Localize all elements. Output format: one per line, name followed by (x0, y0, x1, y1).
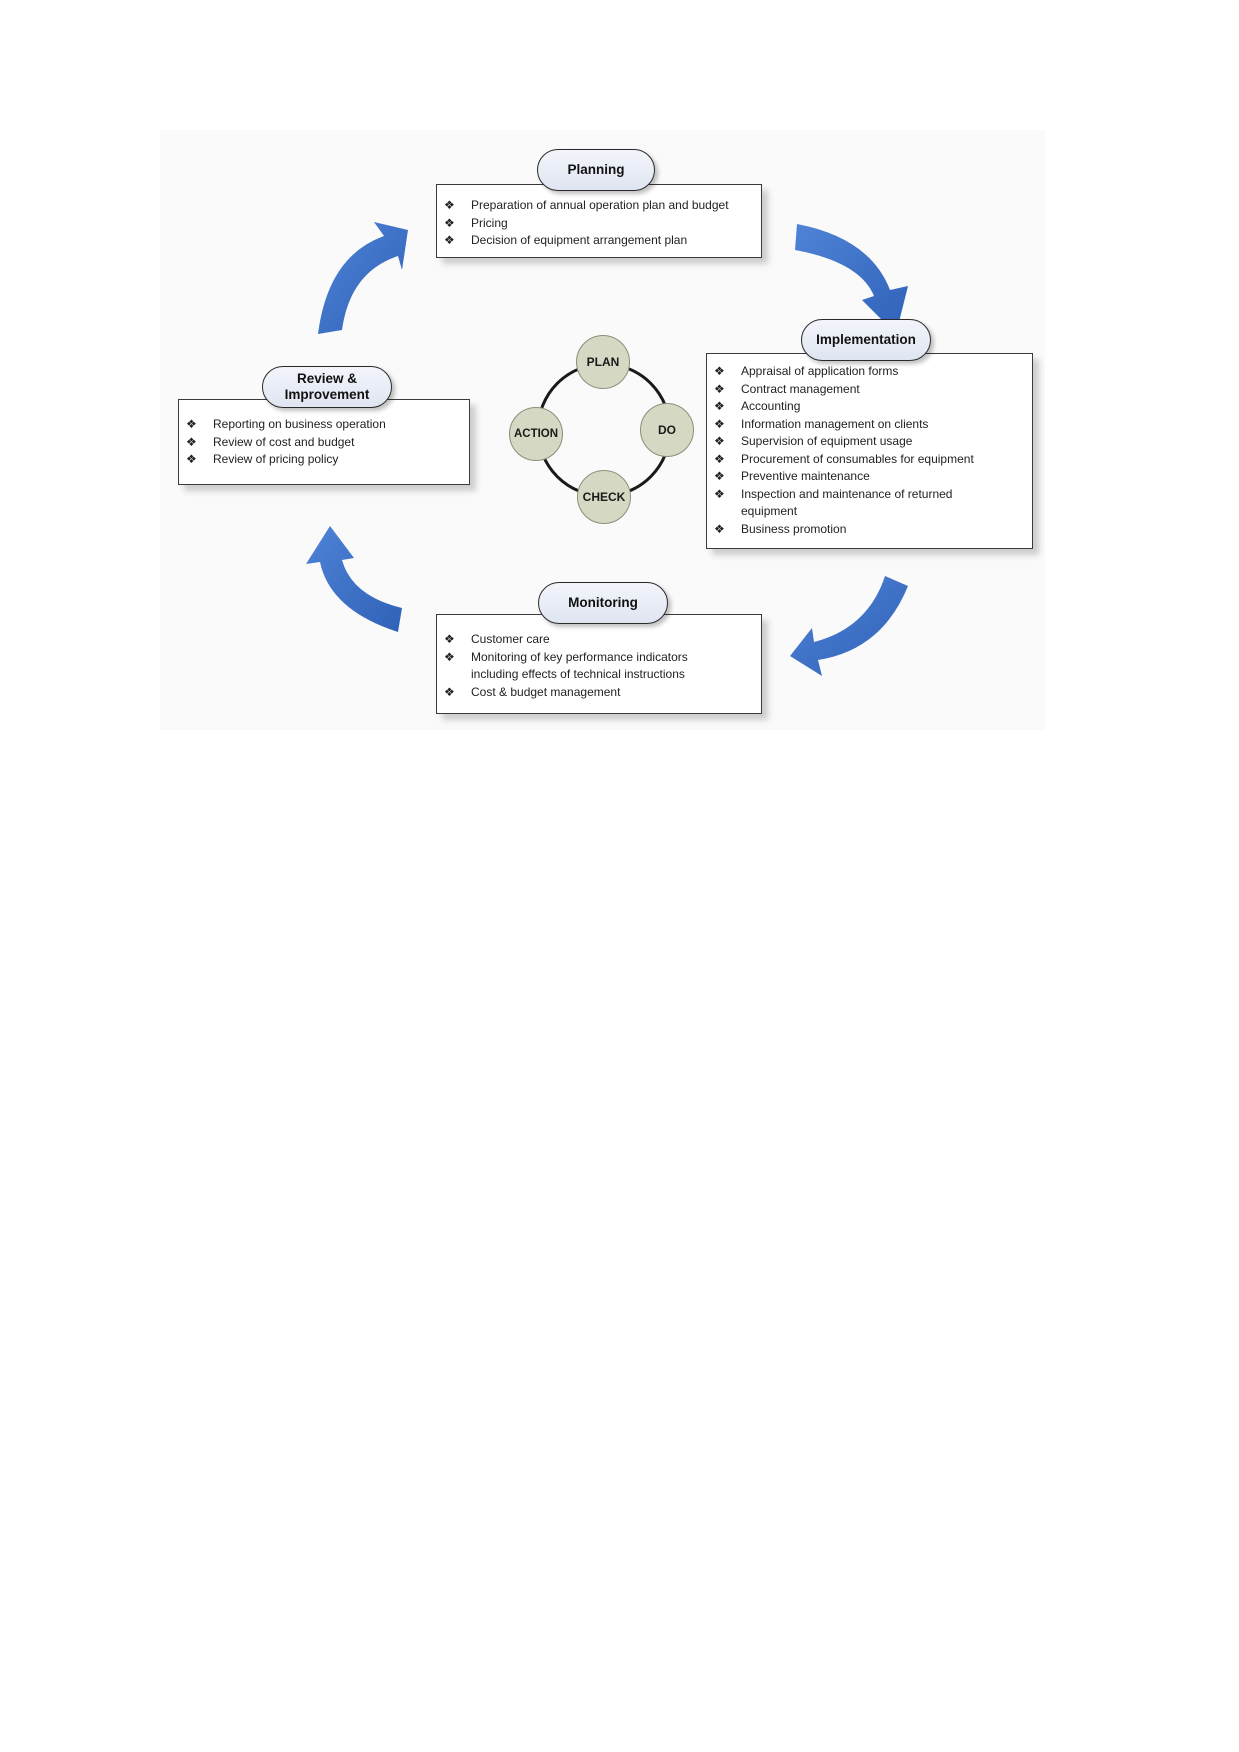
monitoring-list: ❖Customer care ❖Monitoring of key perfor… (437, 631, 761, 701)
implementation-title: Implementation (816, 332, 916, 347)
arrow-review-to-planning (318, 222, 408, 334)
list-item: ❖Contract management (707, 381, 1032, 399)
diamond-bullet-icon: ❖ (186, 434, 197, 449)
list-item: ❖Inspection and maintenance of returned … (714, 486, 953, 519)
pdca-do-node: DO (640, 403, 694, 457)
review-title-line1: Review & (296, 371, 358, 386)
monitoring-title: Monitoring (568, 595, 638, 610)
list-item: ❖Review of pricing policy (179, 451, 469, 469)
list-item: ❖Accounting (707, 398, 1032, 416)
diamond-bullet-icon: ❖ (444, 684, 455, 699)
pdca-action-node: ACTION (509, 407, 563, 461)
list-item: ❖Information management on clients (707, 416, 1032, 434)
diamond-bullet-icon: ❖ (714, 364, 725, 378)
planning-title-pill: Planning (537, 149, 655, 191)
arrow-planning-to-implementation (795, 224, 908, 334)
list-item: ❖Cost & budget management (437, 684, 761, 702)
list-item: ❖Appraisal of application forms (707, 363, 1032, 381)
diamond-bullet-icon: ❖ (714, 399, 725, 413)
planning-title: Planning (567, 162, 625, 177)
pdca-check-label: CHECK (582, 490, 626, 504)
review-box: ❖Reporting on business operation ❖Review… (178, 399, 470, 485)
diamond-bullet-icon: ❖ (186, 452, 197, 466)
planning-box: ❖Preparation of annual operation plan an… (436, 184, 762, 258)
review-title-line2: Improvement (284, 387, 370, 402)
list-item: ❖Review of cost and budget (179, 434, 469, 452)
diamond-bullet-icon: ❖ (714, 469, 725, 483)
list-item: ❖Business promotion (707, 521, 1032, 539)
diamond-bullet-icon: ❖ (444, 649, 455, 664)
review-title-pill: Review & Improvement (262, 366, 392, 408)
arrow-monitoring-to-review (306, 526, 402, 632)
diamond-bullet-icon: ❖ (714, 434, 725, 448)
list-item: ❖Pricing (437, 215, 761, 233)
review-list: ❖Reporting on business operation ❖Review… (179, 416, 469, 469)
list-item: ❖Supervision of equipment usage (707, 433, 1032, 451)
list-item: ❖Preventive maintenance (707, 468, 1032, 486)
implementation-box: ❖Appraisal of application forms ❖Contrac… (706, 353, 1033, 549)
arrow-implementation-to-monitoring (790, 576, 908, 676)
list-item: ❖Procurement of consumables for equipmen… (707, 451, 1032, 469)
diamond-bullet-icon: ❖ (444, 215, 455, 230)
implementation-title-pill: Implementation (801, 319, 931, 361)
pdca-do-label: DO (658, 423, 676, 437)
diamond-bullet-icon: ❖ (714, 381, 725, 396)
diamond-bullet-icon: ❖ (444, 632, 455, 646)
list-item: ❖Customer care (437, 631, 761, 649)
diamond-bullet-icon: ❖ (714, 521, 725, 536)
pdca-plan-node: PLAN (576, 335, 630, 389)
diamond-bullet-icon: ❖ (444, 198, 455, 212)
monitoring-title-pill: Monitoring (538, 582, 668, 624)
diamond-bullet-icon: ❖ (714, 486, 725, 501)
diamond-bullet-icon: ❖ (714, 416, 725, 431)
diamond-bullet-icon: ❖ (186, 417, 197, 431)
list-item: ❖Decision of equipment arrangement plan (437, 232, 761, 250)
list-item: ❖Preparation of annual operation plan an… (437, 197, 761, 215)
pdca-check-node: CHECK (577, 470, 631, 524)
list-item: ❖Reporting on business operation (179, 416, 469, 434)
list-item: ❖Monitoring of key performance indicator… (444, 649, 688, 682)
planning-list: ❖Preparation of annual operation plan an… (437, 197, 761, 250)
implementation-list: ❖Appraisal of application forms ❖Contrac… (707, 363, 1032, 538)
diamond-bullet-icon: ❖ (714, 451, 725, 466)
pdca-plan-label: PLAN (586, 355, 620, 369)
monitoring-box: ❖Customer care ❖Monitoring of key perfor… (436, 614, 762, 714)
diamond-bullet-icon: ❖ (444, 233, 455, 247)
pdca-action-label: ACTION (513, 428, 559, 440)
